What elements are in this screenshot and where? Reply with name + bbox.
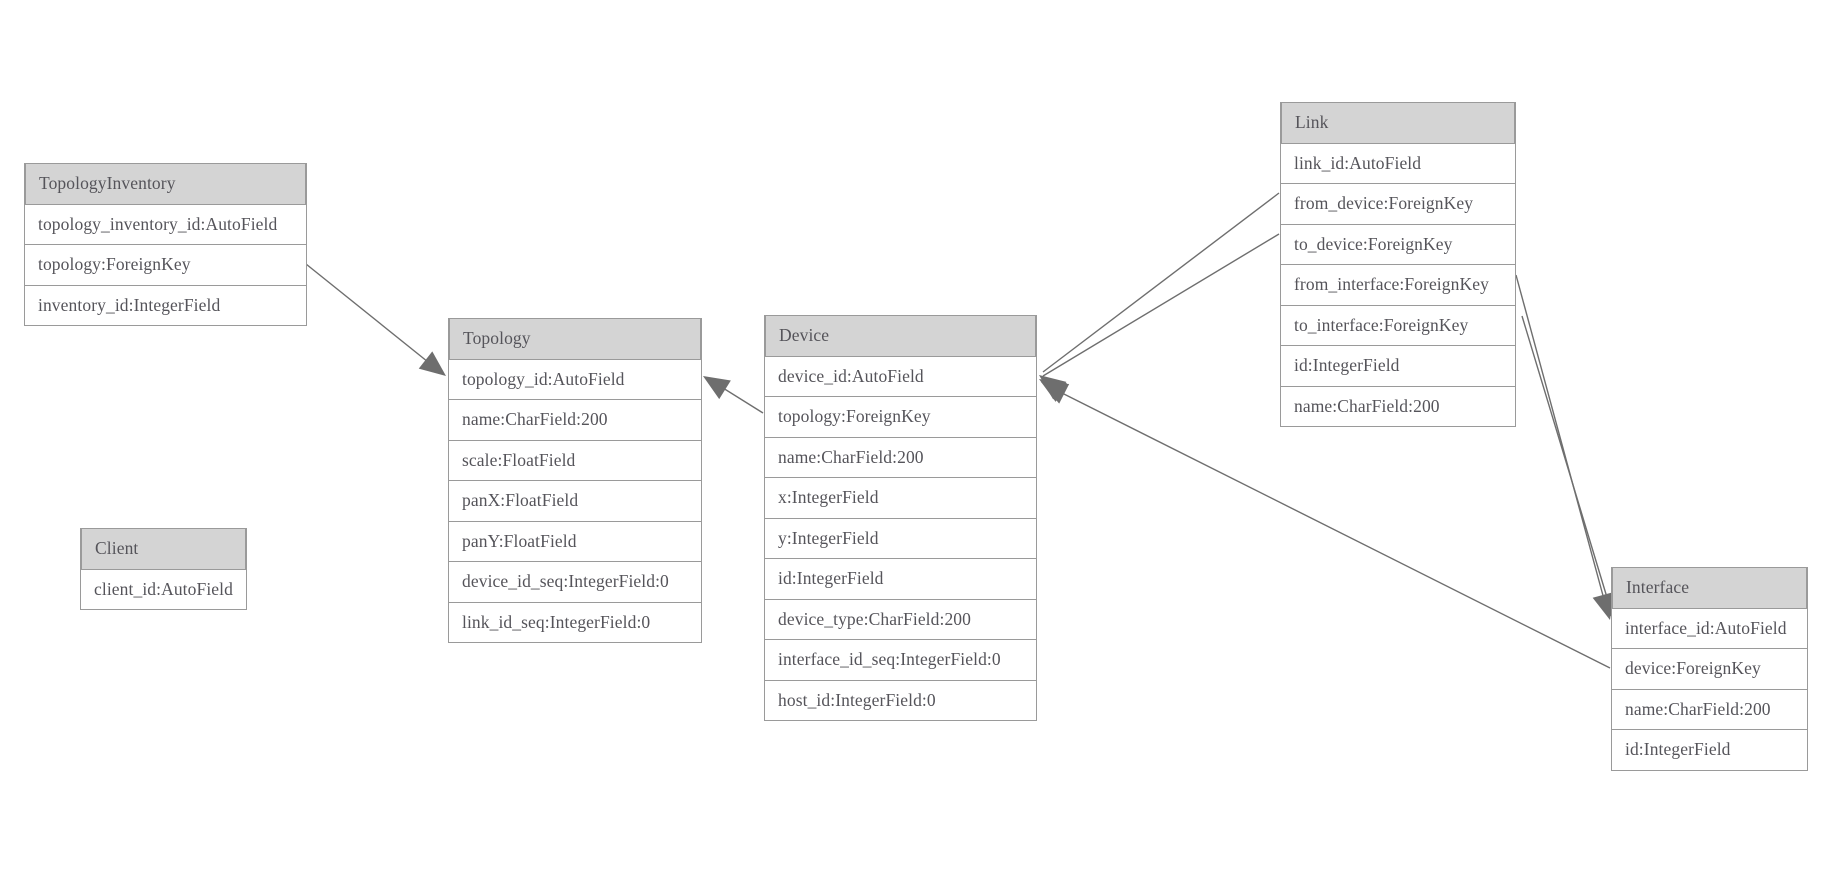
relationship-arrowhead bbox=[703, 376, 731, 400]
entity-field-row[interactable]: scale:FloatField bbox=[449, 440, 701, 481]
entity-field-row[interactable]: from_device:ForeignKey bbox=[1281, 184, 1515, 225]
entity-field-row[interactable]: host_id:IntegerField:0 bbox=[765, 680, 1036, 721]
entity-field-row[interactable]: device:ForeignKey bbox=[1612, 649, 1807, 690]
entity-field-row[interactable]: device_id:AutoField bbox=[765, 356, 1036, 397]
entity-field-row[interactable]: panX:FloatField bbox=[449, 481, 701, 522]
relationship-link-to-interface bbox=[1521, 315, 1617, 620]
entity-field-row[interactable]: x:IntegerField bbox=[765, 478, 1036, 519]
entity-field-row[interactable]: link_id:AutoField bbox=[1281, 143, 1515, 184]
entity-title-topology: Topology bbox=[449, 318, 701, 360]
relationship-arrowhead bbox=[1039, 375, 1067, 400]
entity-title-interface: Interface bbox=[1612, 567, 1807, 609]
entity-field-row[interactable]: from_interface:ForeignKey bbox=[1281, 265, 1515, 306]
entity-field-row[interactable]: id:IntegerField bbox=[1612, 730, 1807, 771]
entity-field-row[interactable]: panY:FloatField bbox=[449, 521, 701, 562]
entity-title-client: Client bbox=[81, 528, 246, 570]
entity-field-row[interactable]: name:CharField:200 bbox=[1612, 689, 1807, 730]
entity-field-row[interactable]: interface_id:AutoField bbox=[1612, 608, 1807, 649]
relationship-line bbox=[1042, 192, 1280, 373]
relationship-arrowhead bbox=[1039, 379, 1067, 402]
entity-field-row[interactable]: link_id_seq:IntegerField:0 bbox=[449, 602, 701, 643]
entity-field-row[interactable]: name:CharField:200 bbox=[1281, 386, 1515, 427]
entity-field-row[interactable]: id:IntegerField bbox=[1281, 346, 1515, 387]
relationship-line bbox=[706, 377, 764, 414]
entity-field-row[interactable]: device_id_seq:IntegerField:0 bbox=[449, 562, 701, 603]
entity-field-row[interactable]: name:CharField:200 bbox=[765, 437, 1036, 478]
relationship-link-to-device bbox=[1039, 233, 1280, 402]
entity-title-link: Link bbox=[1281, 102, 1515, 144]
entity-field-row[interactable]: id:IntegerField bbox=[765, 559, 1036, 600]
relationship-line bbox=[1045, 384, 1611, 669]
relationship-line bbox=[1042, 233, 1280, 377]
entity-field-row[interactable]: name:CharField:200 bbox=[449, 400, 701, 441]
relationship-line bbox=[305, 263, 444, 375]
relationship-topologyinventory-topology bbox=[305, 263, 446, 376]
entity-field-row[interactable]: topology_id:AutoField bbox=[449, 359, 701, 400]
relationship-link-from-device bbox=[1039, 192, 1280, 400]
entity-field-row[interactable]: to_device:ForeignKey bbox=[1281, 224, 1515, 265]
relationship-line bbox=[1515, 274, 1609, 615]
entity-field-row[interactable]: topology:ForeignKey bbox=[765, 397, 1036, 438]
entity-title-topology_inventory: TopologyInventory bbox=[25, 163, 306, 205]
entity-field-row[interactable]: y:IntegerField bbox=[765, 518, 1036, 559]
entity-field-row[interactable]: client_id:AutoField bbox=[81, 569, 246, 610]
entity-field-row[interactable]: interface_id_seq:IntegerField:0 bbox=[765, 640, 1036, 681]
entity-field-row[interactable]: device_type:CharField:200 bbox=[765, 599, 1036, 640]
entity-title-device: Device bbox=[765, 315, 1036, 357]
entity-field-row[interactable]: topology_inventory_id:AutoField bbox=[25, 204, 306, 245]
relationship-device-topology bbox=[703, 376, 764, 414]
relationship-line bbox=[1521, 315, 1613, 615]
entity-field-row[interactable]: inventory_id:IntegerField bbox=[25, 285, 306, 326]
entity-field-row[interactable]: to_interface:ForeignKey bbox=[1281, 305, 1515, 346]
entity-field-row[interactable]: topology:ForeignKey bbox=[25, 245, 306, 286]
relationship-link-from-interface bbox=[1515, 274, 1614, 620]
relationship-arrowhead bbox=[1041, 382, 1070, 404]
